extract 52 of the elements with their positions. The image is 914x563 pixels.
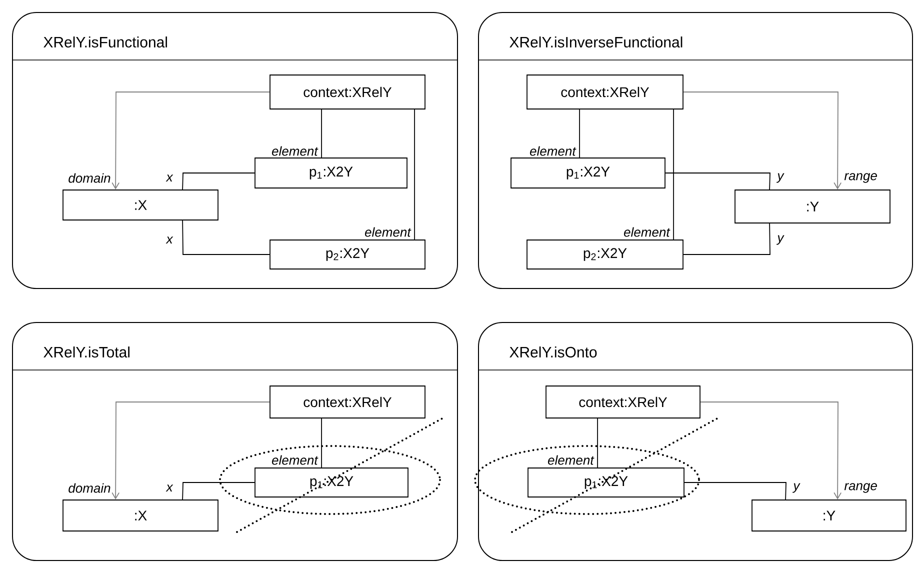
role-label: element xyxy=(528,145,577,157)
panel xyxy=(12,322,458,561)
object-box: p$_{1}$:X2Y xyxy=(254,158,408,188)
role-label: element xyxy=(622,226,671,238)
object-box: context:XRelY xyxy=(546,386,700,418)
panel-title: XRelY.isInverseFunctional xyxy=(510,36,682,48)
role-label: y xyxy=(792,482,801,494)
object-box: context:XRelY xyxy=(526,74,684,110)
role-label: x xyxy=(165,174,174,182)
connector xyxy=(673,109,674,240)
panel xyxy=(12,12,458,289)
panel xyxy=(478,12,913,289)
object-box: p$_{1}$:X2Y xyxy=(510,158,666,188)
object-box: p$_{2}$:X2Y xyxy=(526,240,684,270)
role-label: range xyxy=(843,482,878,494)
connector xyxy=(321,109,322,158)
connector xyxy=(112,402,270,500)
connector xyxy=(597,418,598,468)
role-label: range xyxy=(843,172,878,184)
role-label: domain xyxy=(67,482,112,494)
connector xyxy=(683,223,770,255)
connector xyxy=(665,172,770,190)
connector xyxy=(182,482,255,500)
role-label: x xyxy=(165,236,174,244)
role-label: element xyxy=(270,454,319,466)
role-label: domain xyxy=(67,172,112,184)
role-label: element xyxy=(364,226,412,238)
connector xyxy=(414,109,415,240)
panel-title: XRelY.isFunctional xyxy=(44,36,167,48)
panel xyxy=(478,322,913,561)
object-box: p$_{2}$:X2Y xyxy=(270,240,426,270)
connector xyxy=(182,220,270,255)
panel-title: XRelY.isTotal xyxy=(44,346,130,358)
connector xyxy=(321,418,322,468)
role-label: y xyxy=(776,234,785,246)
object-box: :X xyxy=(62,500,218,532)
panel-title: XRelY.isOnto xyxy=(510,346,597,358)
role-label: element xyxy=(270,145,319,157)
connector xyxy=(112,92,270,190)
connector xyxy=(579,109,580,158)
object-box: :Y xyxy=(734,190,890,224)
object-box: context:XRelY xyxy=(270,74,426,110)
object-box: :Y xyxy=(752,500,906,532)
object-box: :X xyxy=(62,190,218,220)
connector xyxy=(182,172,255,190)
role-label: x xyxy=(165,484,174,492)
object-box: context:XRelY xyxy=(270,386,426,418)
connector xyxy=(684,482,786,500)
connector xyxy=(700,402,842,500)
connector xyxy=(683,92,842,190)
role-label: y xyxy=(776,172,785,184)
role-label: element xyxy=(546,454,595,466)
